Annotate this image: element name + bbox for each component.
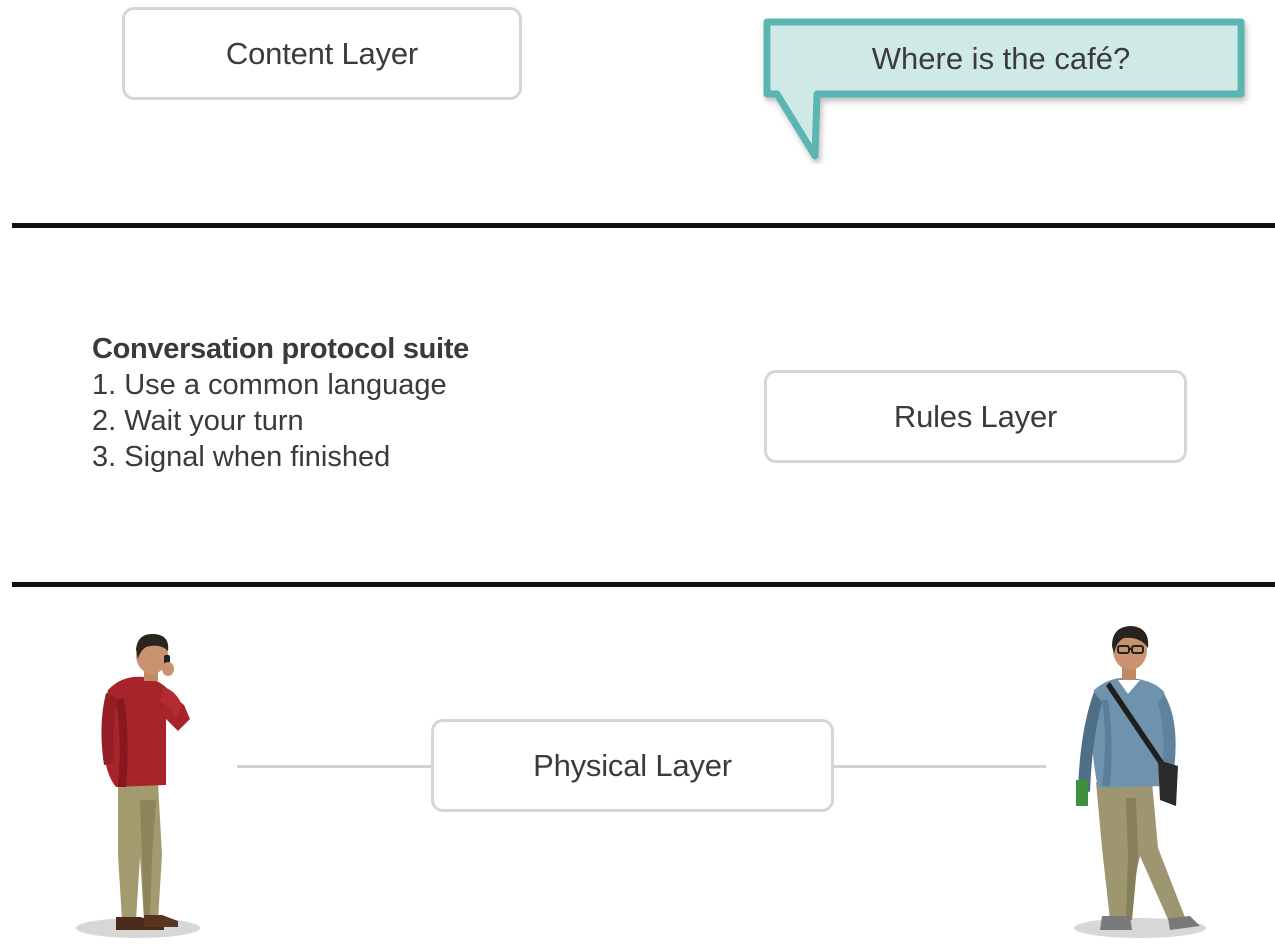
speech-bubble-text: Where is the café?	[871, 41, 1131, 76]
content-layer-label: Content Layer	[225, 35, 419, 71]
protocol-suite: Conversation protocol suite 1. Use a com…	[92, 331, 469, 475]
connection-line-right	[833, 765, 1046, 768]
protocol-rule-list: 1. Use a common language 2. Wait your tu…	[92, 367, 469, 475]
layer-divider-top	[12, 223, 1275, 228]
person-on-phone-icon	[76, 633, 200, 938]
protocol-suite-title: Conversation protocol suite	[92, 333, 469, 365]
physical-layer-box: Physical Layer	[431, 719, 834, 812]
protocol-rule: 3. Signal when finished	[92, 441, 391, 473]
layer-divider-bottom	[12, 582, 1275, 587]
physical-layer-label: Physical Layer	[533, 747, 732, 783]
rules-layer-box: Rules Layer	[764, 370, 1187, 463]
connection-line-left	[237, 765, 433, 768]
protocol-rule: 2. Wait your turn	[92, 405, 304, 437]
content-layer-box: Content Layer	[122, 7, 522, 100]
person-with-bag-icon	[1074, 626, 1206, 938]
speech-bubble	[763, 18, 1245, 160]
rules-layer-label: Rules Layer	[893, 398, 1058, 434]
protocol-rule: 1. Use a common language	[92, 369, 447, 401]
